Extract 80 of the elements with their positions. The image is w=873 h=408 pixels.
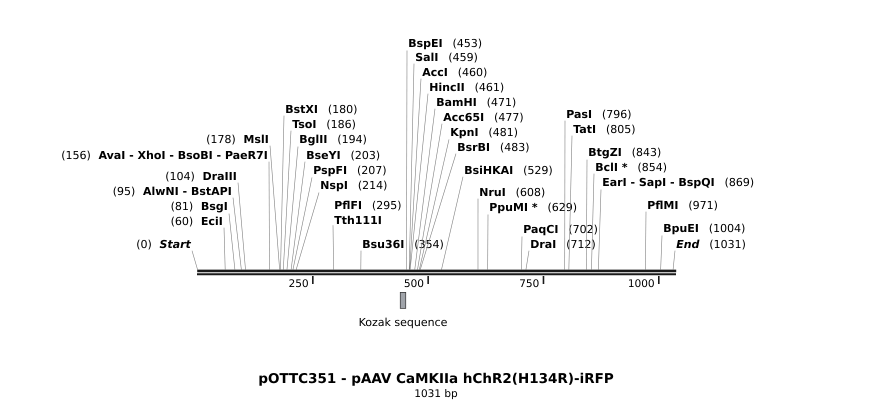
- site-label: HincII (461): [430, 82, 504, 92]
- site-label: PpuMI * (629): [490, 202, 576, 214]
- leader-line: [487, 214, 488, 270]
- site-label: EarI - SapI - BspQI (869): [603, 178, 754, 188]
- ruler-label: 750: [520, 279, 539, 288]
- leader-line: [591, 173, 594, 270]
- leader-line: [564, 120, 566, 270]
- site-label: PspFI (207): [314, 166, 386, 176]
- leader-line: [268, 161, 270, 270]
- site-label: TatI (805): [573, 124, 635, 134]
- leader-line: [417, 123, 442, 270]
- leader-line: [283, 130, 292, 270]
- site-label: BspEI (453): [409, 38, 482, 50]
- site-label: BamHI (471): [437, 98, 516, 108]
- ruler-label: 250: [289, 279, 308, 288]
- site-label: BsrBI (483): [458, 142, 529, 152]
- leader-line: [192, 250, 198, 270]
- leader-line: [521, 236, 522, 270]
- site-label: (156) AvaI - XhoI - BsoBI - PaeR7I: [62, 150, 267, 160]
- leader-line: [586, 159, 588, 270]
- ruler-label: 1000: [629, 279, 654, 288]
- site-label: (0) Start: [137, 240, 192, 250]
- leader-line: [441, 176, 464, 270]
- site-label: (60) EciI: [172, 216, 222, 226]
- site-label: PflMI (971): [648, 200, 717, 210]
- leader-line: [660, 235, 662, 270]
- caption: 1031 bp: [415, 389, 458, 400]
- site-label: DraI (712): [531, 240, 595, 250]
- site-label: NruI (608): [480, 188, 544, 198]
- feature-label: Kozak sequence: [360, 318, 447, 328]
- site-label: BglII (194): [300, 134, 366, 146]
- site-label: BtgZI (843): [589, 148, 660, 158]
- leader-line: [408, 63, 414, 270]
- leader-line: [672, 250, 676, 270]
- leader-line: [645, 211, 646, 270]
- site-label: AccI (460): [422, 68, 486, 78]
- site-label: BsiHKAI (529): [465, 166, 552, 176]
- leader-line: [598, 189, 602, 270]
- leader-line: [409, 78, 422, 270]
- leader-line: [360, 250, 362, 270]
- leader-line: [224, 227, 226, 270]
- site-label: (104) DraIII: [166, 172, 236, 182]
- site-label: PaqCI (702): [524, 224, 597, 236]
- site-label: PasI (796): [567, 110, 631, 120]
- leader-line: [526, 250, 530, 270]
- site-label: KpnI (481): [451, 128, 518, 138]
- leader-line: [270, 145, 280, 270]
- title: pOTTC351 - pAAV CaMKIIa hChR2(H134R)-iRFP: [259, 372, 614, 386]
- leader-line: [332, 224, 334, 270]
- site-label: TsoI (186): [292, 120, 355, 130]
- site-label: Acc65I (477): [443, 112, 523, 122]
- site-label: PflFI (295) Tth111I: [334, 200, 401, 224]
- feature-box: [400, 292, 406, 309]
- leader-line: [280, 115, 284, 270]
- leader-line: [414, 108, 436, 270]
- site-label: (178) MslI: [207, 134, 268, 144]
- site-label: BstXI (180): [286, 104, 356, 114]
- leader-line: [420, 153, 456, 270]
- site-label: BclI * (854): [596, 162, 666, 172]
- leader-line: [286, 146, 298, 270]
- leader-line: [232, 197, 242, 270]
- site-label: Bsu36I (354): [363, 240, 443, 250]
- site-label: (81) BsgI: [172, 202, 227, 212]
- site-label: (95) AlwNI - BstAPI: [114, 186, 231, 196]
- leader-line: [292, 177, 312, 270]
- ruler-label: 500: [404, 279, 424, 288]
- leader-line: [419, 139, 450, 270]
- site-label: BpuEI (1004): [664, 224, 744, 234]
- site-label: BseYI (203): [307, 150, 380, 160]
- site-label: SalI (459): [416, 52, 477, 62]
- site-label: End (1031): [676, 240, 745, 250]
- leader-line: [238, 182, 246, 270]
- leader-line: [290, 161, 306, 270]
- leader-line: [410, 93, 428, 270]
- leader-line: [228, 213, 236, 270]
- sequence-bar: [197, 270, 676, 276]
- leader-line: [568, 135, 572, 270]
- site-label: NspI (214): [321, 180, 386, 192]
- leader-line: [406, 50, 408, 270]
- leader-line: [296, 192, 320, 270]
